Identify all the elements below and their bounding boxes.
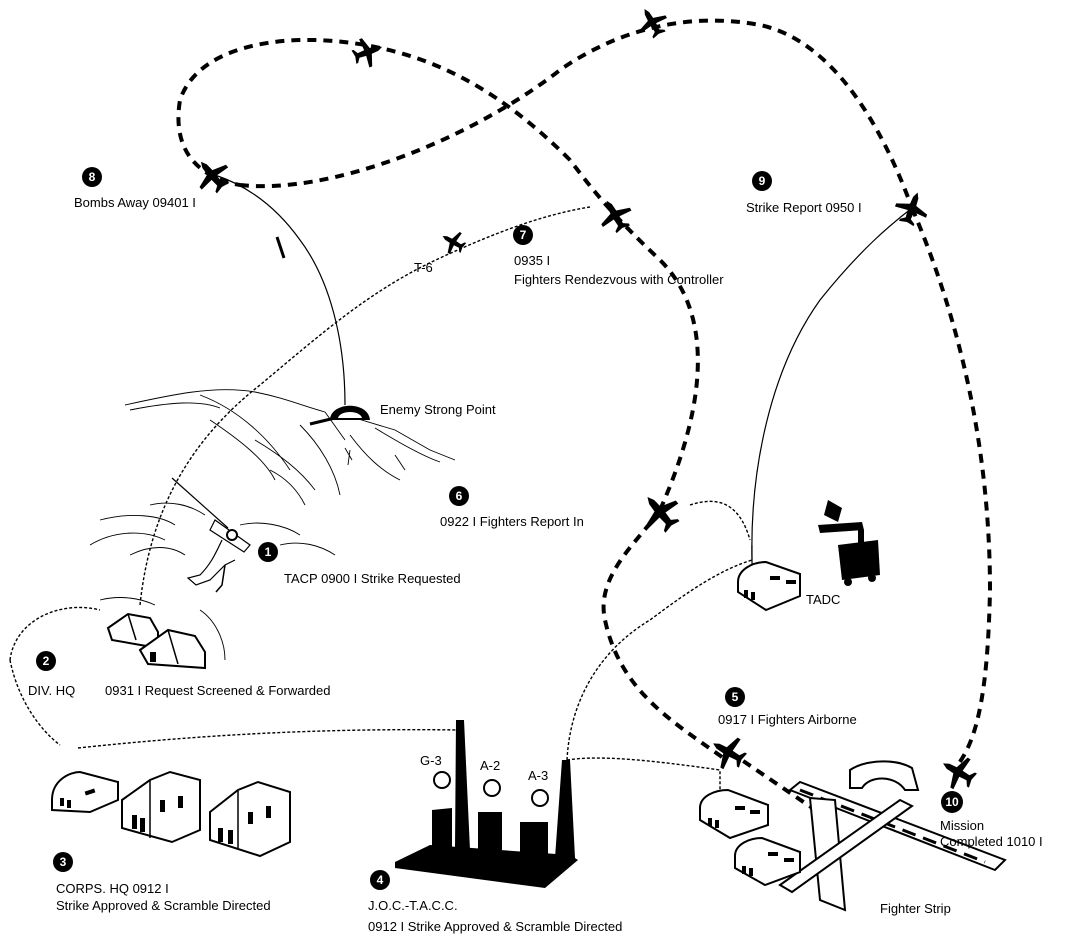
fighter-strip-label: Fighter Strip [880,901,951,916]
step-4-label-line1: J.O.C.-T.A.C.C. [368,898,458,913]
step-8-label: Bombs Away 09401 I [74,195,196,210]
svg-text:5: 5 [732,690,739,704]
tadc-label: TADC [806,592,840,607]
svg-text:8: 8 [89,170,96,184]
aircraft [187,1,982,796]
t6-plane-icon [436,225,470,259]
plane-report-in-icon [632,484,688,540]
step-6-label: 0922 I Fighters Report In [440,514,584,529]
plane-loop-icon [348,32,388,72]
enemy-bunker [309,405,370,426]
g3-label: G-3 [420,753,442,768]
step-3-marker: 3 [53,852,73,872]
plane-bombs-away-icon [187,150,237,200]
step-10-marker: 10 [941,791,963,813]
svg-text:4: 4 [377,873,384,887]
svg-text:3: 3 [60,855,67,869]
step-6-marker: 6 [449,486,469,506]
step-8-marker: 8 [82,167,102,187]
step-3-label-line2: Strike Approved & Scramble Directed [56,898,271,913]
step-10-label-line2: Completed 1010 I [940,834,1043,849]
svg-text:2: 2 [43,654,50,668]
step-9-marker: 9 [752,171,772,191]
step-4-marker: 4 [370,870,390,890]
step-9-label: Strike Report 0950 I [746,200,862,215]
step-7-label-line2: Fighters Rendezvous with Controller [514,272,724,287]
step-7-label-line1: 0935 I [514,253,550,268]
radio-links [9,174,913,790]
plane-mission-complete-icon [934,748,982,796]
enemy-strong-point-label: Enemy Strong Point [380,402,496,417]
step-2-marker: 2 [36,651,56,671]
step-2-label: 0931 I Request Screened & Forwarded [105,683,330,698]
corps-hq-buildings [51,770,291,858]
step-3-label-line1: CORPS. HQ 0912 I [56,881,169,896]
step-4-label-line2: 0912 I Strike Approved & Scramble Direct… [368,919,622,934]
step-2-unit-label: DIV. HQ [28,683,75,698]
svg-text:1: 1 [265,545,272,559]
svg-text:6: 6 [456,489,463,503]
step-7-marker: 7 [513,225,533,245]
step-1-label: TACP 0900 I Strike Requested [284,571,461,586]
plane-strike-report-icon [890,186,934,230]
step-5-marker: 5 [725,687,745,707]
a2-label: A-2 [480,758,500,773]
fighter-strip [699,760,1007,912]
step-5-label: 0917 I Fighters Airborne [718,712,857,727]
tadc-station [737,500,880,612]
svg-text:10: 10 [945,795,959,809]
joc-tacc-console [395,720,578,888]
terrain [89,389,456,661]
div-hq-tents [106,612,206,670]
svg-text:9: 9 [759,174,766,188]
plane-top-icon [631,1,673,43]
t6-label: T-6 [414,260,433,275]
tacp-soldier [171,477,251,593]
step-10-label-line1: Mission [940,818,984,833]
flight-path [176,18,993,822]
svg-text:7: 7 [520,228,527,242]
a3-label: A-3 [528,768,548,783]
step-1-marker: 1 [258,542,278,562]
